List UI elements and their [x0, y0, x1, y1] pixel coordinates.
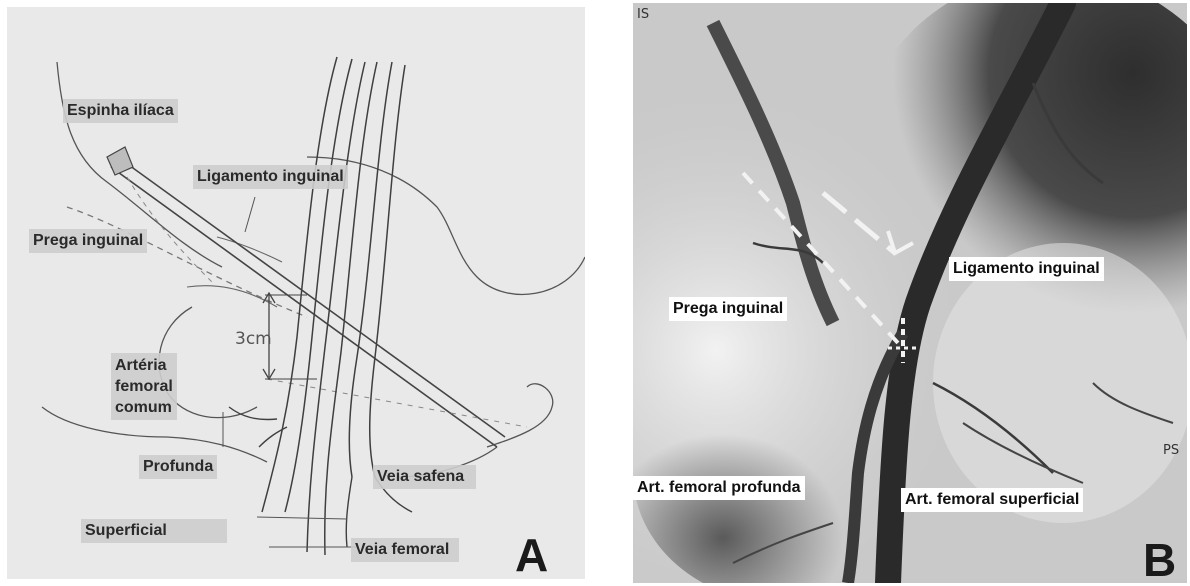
label-profunda: Profunda — [139, 455, 217, 479]
label-ligamento-inguinal: Ligamento inguinal — [193, 165, 348, 189]
label-veia-femoral: Veia femoral — [351, 538, 459, 562]
bottom-line — [257, 517, 347, 519]
label-b-art-femoral-superficial: Art. femoral superficial — [901, 488, 1083, 512]
vessel-outer-right-edge — [370, 65, 405, 477]
label-b-art-femoral-profunda: Art. femoral profunda — [633, 476, 805, 500]
profunda-branch — [259, 427, 287, 447]
label-veia-safena: Veia safena — [373, 465, 476, 489]
label-arteria-line1: Artéria — [115, 355, 173, 376]
corner-marker-top-left: IS — [637, 7, 649, 22]
label-b-ligamento-inguinal: Ligamento inguinal — [949, 257, 1104, 281]
iliac-spine-mark — [107, 147, 133, 175]
panel-b-angiogram: IS PS Ligamento inguinal Prega inguinal … — [633, 3, 1187, 583]
label-b-prega-inguinal: Prega inguinal — [669, 297, 787, 321]
anatomy-drawing — [7, 7, 585, 579]
fold-curve — [187, 286, 277, 307]
panel-letter-b: B — [1143, 537, 1176, 583]
panel-letter-a: A — [515, 532, 548, 578]
label-espinha-iliaca: Espinha ilíaca — [63, 99, 178, 123]
label-arteria-line3: comum — [115, 397, 173, 418]
label-arteria-line2: femoral — [115, 376, 173, 397]
label-arteria-femoral-comum: Artéria femoral comum — [111, 353, 177, 420]
fold-curve-2 — [217, 237, 282, 262]
thigh-contour-right — [487, 384, 553, 447]
panel-a-drawing: Espinha ilíaca Ligamento inguinal Prega … — [7, 7, 585, 579]
label-superficial: Superficial — [81, 519, 227, 543]
inguinal-fold-dashed — [67, 207, 307, 317]
saphenous-left — [346, 477, 352, 547]
corner-marker-right: PS — [1163, 443, 1179, 458]
ligament-leader — [245, 197, 255, 232]
label-prega-inguinal: Prega inguinal — [29, 229, 147, 253]
label-3cm: 3cm — [235, 329, 272, 349]
